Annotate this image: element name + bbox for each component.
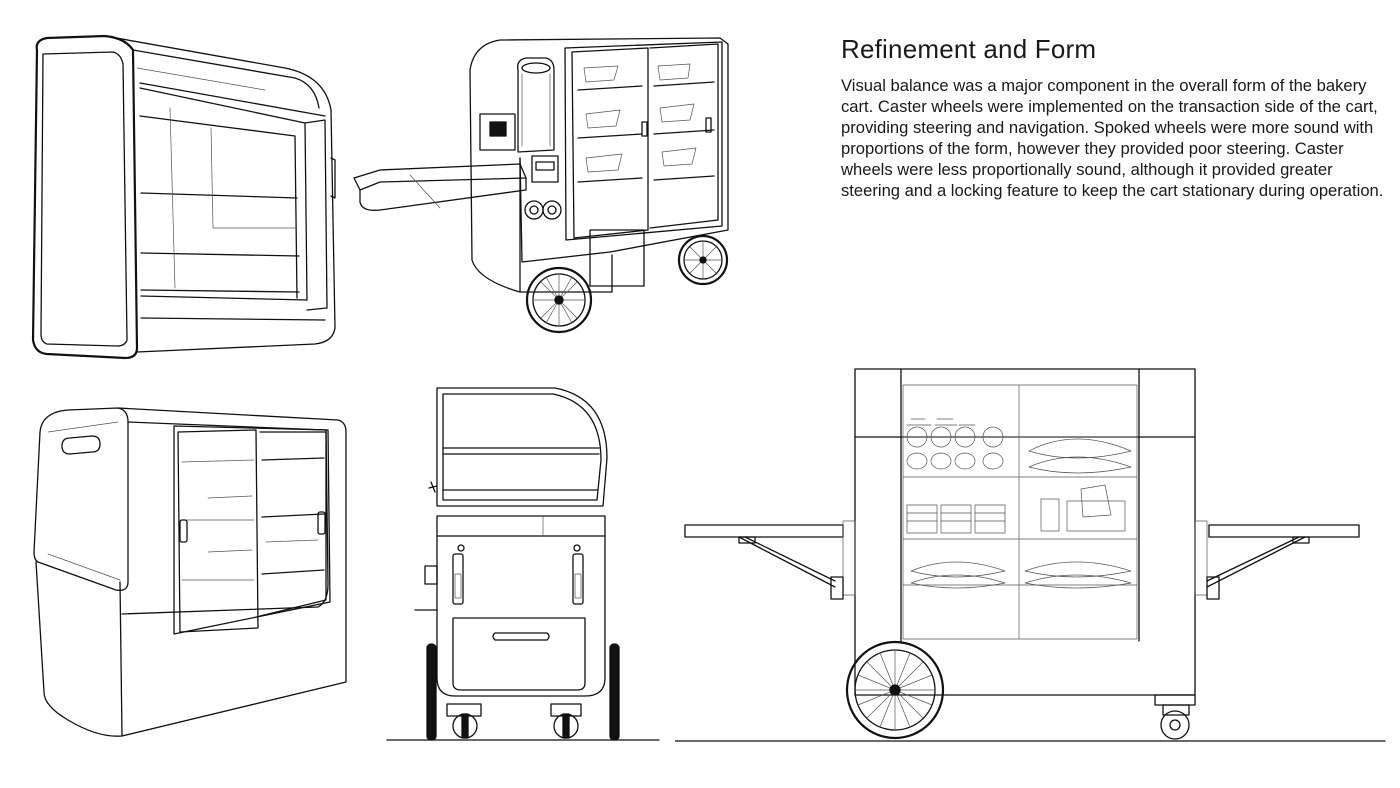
cart-front-elevation-sketch <box>675 368 1386 742</box>
cart-side-elevation-sketch <box>386 387 660 741</box>
section-body: Visual balance was a major component in … <box>841 76 1384 200</box>
display-case-perspective-sketch <box>31 34 336 360</box>
description-block: Refinement and Form Visual balance was a… <box>841 34 1386 201</box>
cart-enclosure-perspective-sketch <box>33 407 347 737</box>
section-title: Refinement and Form <box>841 34 1097 64</box>
cart-perspective-sketch <box>353 37 729 334</box>
